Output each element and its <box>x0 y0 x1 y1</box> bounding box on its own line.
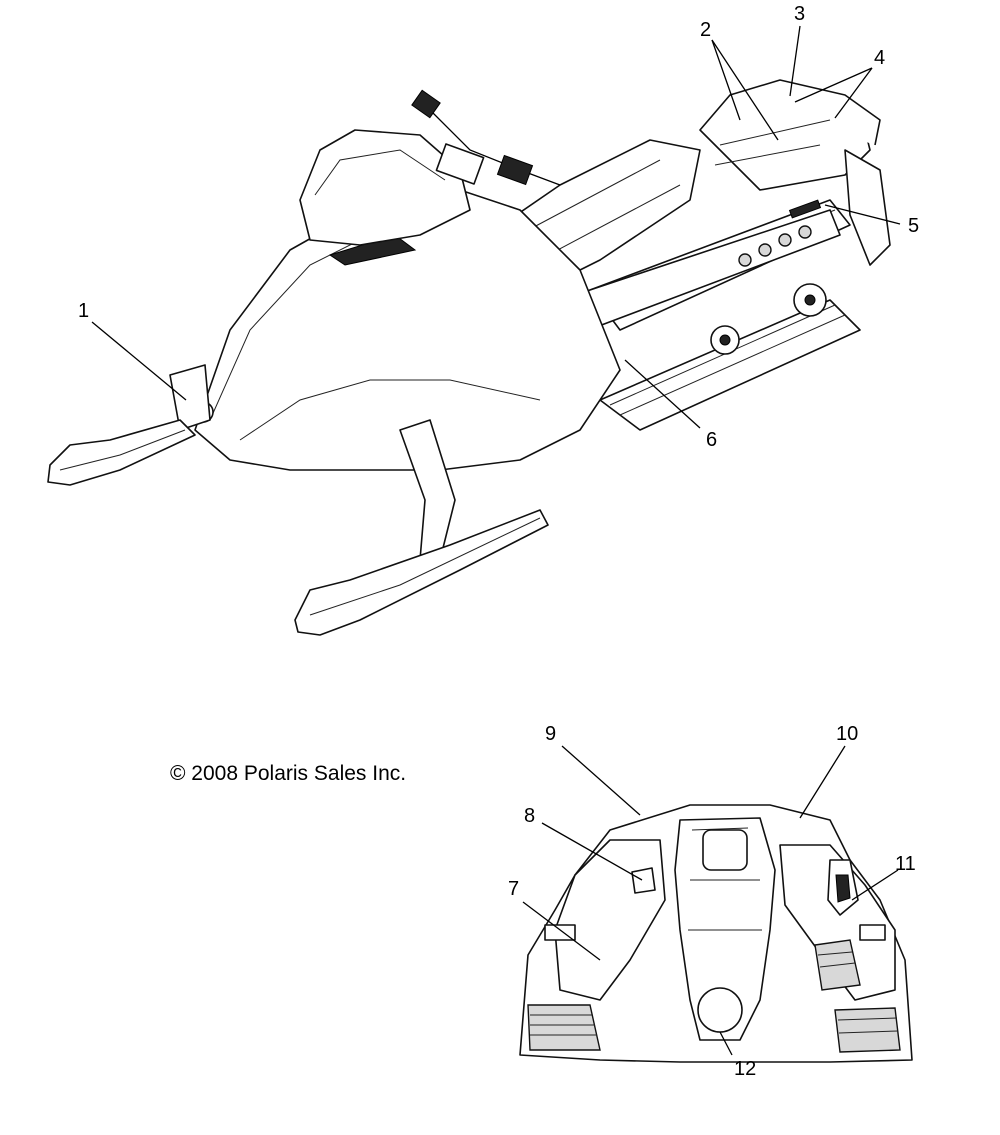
callout-labels: 1 2 3 4 5 6 7 8 9 10 11 12 <box>78 3 919 1080</box>
callout-8: 8 <box>524 805 535 827</box>
callout-4: 4 <box>874 47 885 69</box>
hood-vent-right <box>814 939 901 1053</box>
snowmobile-drawing <box>47 79 891 636</box>
callout-3: 3 <box>794 3 805 25</box>
callout-9: 9 <box>545 723 556 745</box>
hood-underside-drawing <box>519 804 913 1063</box>
callout-7: 7 <box>508 878 519 900</box>
callout-12: 12 <box>734 1058 756 1080</box>
callout-11: 11 <box>895 853 916 875</box>
callout-5: 5 <box>908 215 919 237</box>
callout-6: 6 <box>706 429 717 451</box>
copyright-notice: © 2008 Polaris Sales Inc. <box>170 762 406 785</box>
callout-2: 2 <box>700 19 711 41</box>
callout-10: 10 <box>836 723 858 745</box>
callout-1: 1 <box>78 300 89 322</box>
leader-lines <box>91 25 901 1056</box>
hood-vent-left <box>527 1004 601 1051</box>
tunnel-vent-holes <box>738 225 812 267</box>
